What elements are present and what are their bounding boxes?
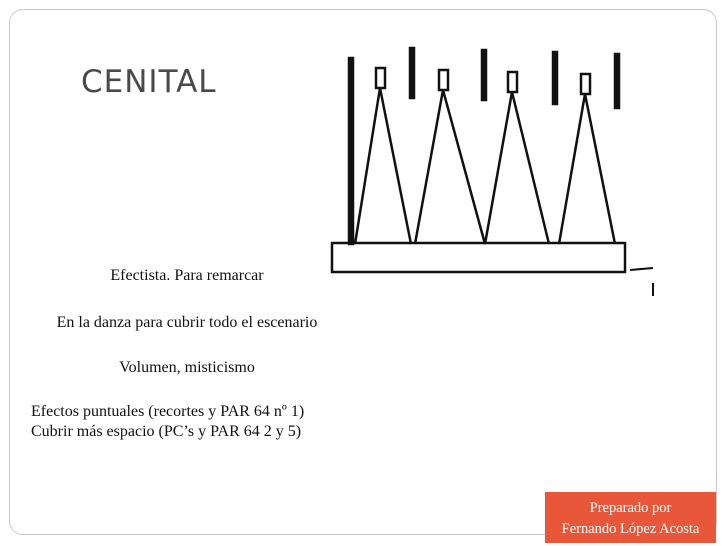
light-beam <box>353 87 413 245</box>
truss-pipe <box>347 56 355 246</box>
credit-badge: Preparado por Fernando López Acosta <box>545 492 716 543</box>
text-line-cubrir-espacio: Cubrir más espacio (PC’s y PAR 64 2 y 5) <box>31 423 302 440</box>
credit-line-2: Fernando López Acosta <box>561 521 700 537</box>
truss-pipe <box>551 50 559 106</box>
text-line-efectos-puntuales: Efectos puntuales (recortes y PAR 64 nº … <box>31 403 305 420</box>
truss-pipe <box>480 48 488 102</box>
light-beam <box>413 89 487 245</box>
text-line-volumen: Volumen, misticismo <box>119 359 255 376</box>
light-beam <box>557 93 617 245</box>
text-line-danza: En la danza para cubrir todo el escenari… <box>56 314 318 331</box>
slide-title: CENITAL <box>81 64 217 100</box>
slide-frame <box>9 9 717 535</box>
truss-pipe <box>613 52 621 110</box>
light-beam <box>483 91 551 245</box>
lamp-icon <box>374 66 387 90</box>
text-line-efectista: Efectista. Para remarcar <box>110 267 264 284</box>
lamp-icon <box>506 70 519 94</box>
credit-line-1: Preparado por <box>589 500 672 516</box>
cenital-lighting-diagram <box>330 46 654 296</box>
truss-pipe <box>408 46 416 100</box>
stage-platform <box>330 241 627 274</box>
lamp-icon <box>437 68 450 92</box>
lamp-icon <box>579 72 592 96</box>
stage-edge-mark <box>629 267 654 271</box>
